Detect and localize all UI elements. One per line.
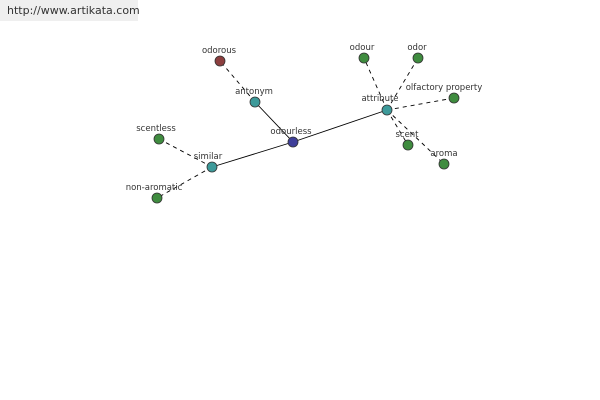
label-olfactory-property[interactable]: olfactory property [406,83,483,93]
edge-attribute-odor [386,57,419,111]
label-attribute[interactable]: attribute [361,94,398,104]
label-odour[interactable]: odour [350,43,375,53]
edge-center-attribute [292,109,388,143]
label-non-aromatic[interactable]: non-aromatic [126,183,183,193]
node-scentless[interactable] [153,133,165,145]
node-center[interactable] [287,136,299,148]
label-odor[interactable]: odor [407,43,427,53]
edge-attribute-odour [363,57,388,111]
label-scentless[interactable]: scentless [136,124,176,134]
node-odour[interactable] [358,52,370,64]
node-odor[interactable] [412,52,424,64]
edge-attribute-olfactory-property [386,97,455,111]
label-center[interactable]: odourless [270,127,312,137]
label-antonym[interactable]: antonym [235,87,273,97]
label-odorous[interactable]: odorous [202,46,237,56]
node-scent[interactable] [402,139,414,151]
edge-similar-non-aromatic [156,166,213,199]
node-similar[interactable] [206,161,218,173]
label-aroma[interactable]: aroma [430,149,457,159]
edge-center-antonym [254,101,294,143]
node-odorous[interactable] [214,55,226,67]
edge-center-similar [211,141,294,168]
label-scent[interactable]: scent [395,130,419,140]
url-banner: http://www.artikata.com [0,0,140,21]
edge-attribute-scent [386,109,409,146]
edge-attribute-aroma [386,109,445,165]
node-non-aromatic[interactable] [151,192,163,204]
node-attribute[interactable] [381,104,393,116]
node-olfactory-property[interactable] [448,92,460,104]
edge-antonym-odorous [219,60,256,103]
label-similar[interactable]: similar [194,152,223,162]
node-aroma[interactable] [438,158,450,170]
edge-similar-scentless [158,138,213,168]
site-url-link[interactable]: http://www.artikata.com [7,4,140,17]
node-antonym[interactable] [249,96,261,108]
